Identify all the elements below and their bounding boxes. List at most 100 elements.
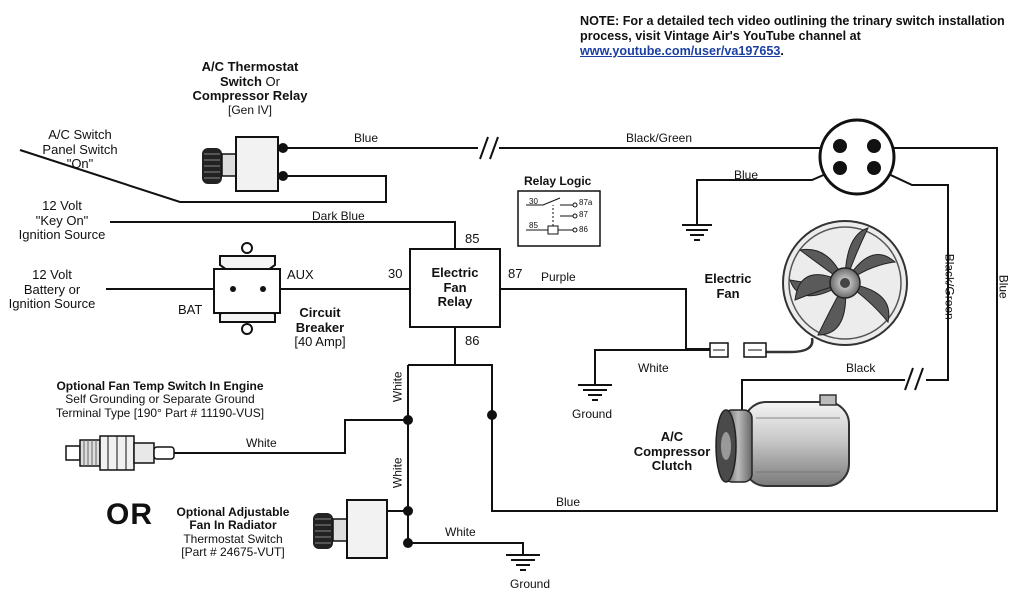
note: NOTE: For a detailed tech video outlinin…: [580, 14, 1020, 59]
note-suffix: .: [780, 43, 784, 58]
temp-switch-line2: Self Grounding or Separate Ground: [65, 392, 255, 407]
battery-line2: Battery or: [23, 281, 81, 297]
relay-logic-87: 87: [579, 210, 588, 219]
temp-switch-label: Optional Fan Temp Switch In Engine Self …: [40, 379, 280, 420]
fan-connector: [709, 342, 729, 358]
thermostat-switch: [202, 136, 283, 192]
thermostat-label: A/C Thermostat Switch Or Compressor Rela…: [185, 59, 315, 117]
thermostat-line3: Compressor Relay: [192, 88, 308, 104]
relay-logic-title: Relay Logic: [524, 174, 592, 188]
temp-switch-line3: Terminal Type [190° Part # 11190-VUS]: [55, 405, 265, 420]
wire-trinary-right: [491, 147, 998, 512]
or-label: OR: [106, 498, 153, 531]
wire-label-blue-right: Blue: [996, 274, 1011, 299]
wire-label-black: Black: [846, 361, 876, 375]
wire-label-white-v2: White: [390, 457, 405, 489]
wire-white-fan: [594, 349, 710, 385]
wire-label-blue-top: Blue: [354, 131, 379, 145]
circuit-breaker: [213, 242, 281, 335]
thermostat-line2: Switch Or: [220, 73, 280, 89]
wire-break-black: [904, 367, 924, 391]
breaker-line2: Breaker: [295, 319, 345, 335]
thermostat-line1: A/C Thermostat: [201, 59, 299, 74]
temp-switch-line1: Optional Fan Temp Switch In Engine: [56, 379, 264, 393]
wire-black-compressor: [741, 379, 905, 410]
breaker-line3: [40 Amp]: [294, 334, 346, 350]
relay-logic-85: 85: [529, 221, 538, 230]
breaker-label: Circuit Breaker [40 Amp]: [275, 305, 365, 350]
wire-white-temp: [173, 419, 408, 454]
relay-pin-87: 87: [508, 266, 523, 281]
relay-logic-87a: 87a: [579, 198, 593, 207]
radiator-line3: Thermostat Switch: [183, 531, 283, 546]
wire-label-black-green-top: Black/Green: [626, 131, 693, 145]
wire-label-white-temp: White: [246, 436, 277, 450]
ac-compressor: [715, 394, 850, 487]
wire-label-dark-blue: Dark Blue: [312, 209, 365, 223]
wire-86-split: [408, 364, 493, 415]
electric-fan: [743, 220, 908, 358]
wire-label-blue-trinary: Blue: [734, 168, 759, 182]
fan-line2: Fan: [716, 285, 740, 301]
relay-logic-box: [517, 190, 601, 247]
note-text: For a detailed tech video outlining the …: [580, 14, 1005, 43]
compressor-line1: A/C: [660, 429, 684, 444]
battery-line3: Ignition Source: [8, 296, 96, 312]
wire-label-white-fan: White: [638, 361, 669, 375]
wires: [19, 147, 998, 555]
ignition-line3: Ignition Source: [18, 227, 106, 243]
ignition-label: 12 Volt "Key On" Ignition Source: [12, 198, 112, 243]
compressor-line3: Clutch: [651, 458, 693, 474]
trinary-switch: [818, 118, 896, 196]
radiator-line1: Optional Adjustable: [176, 505, 290, 519]
wire-purple: [500, 288, 710, 350]
relay-line1: Electric: [431, 265, 479, 280]
ignition-line2: "Key On": [35, 212, 89, 228]
panel-switch-line2: Panel Switch: [42, 141, 118, 157]
breaker-bat-label: BAT: [178, 302, 203, 317]
wire-white-rad: [408, 542, 524, 555]
wire-break-top: [479, 136, 499, 160]
compressor-label: A/C Compressor Clutch: [624, 429, 720, 474]
engine-temp-switch: [65, 435, 175, 471]
relay-line3: Relay: [437, 294, 473, 310]
ground-label-2: Ground: [510, 577, 551, 591]
panel-switch-label: A/C Switch Panel Switch "On": [30, 127, 130, 172]
panel-switch-line3: "On": [66, 156, 94, 172]
radiator-thermostat-switch: [313, 499, 388, 559]
ignition-line1: 12 Volt: [42, 198, 82, 213]
wire-label-purple: Purple: [541, 270, 576, 284]
wire-panel-switch: [19, 149, 387, 203]
wire-label-blue-bottom: Blue: [556, 495, 581, 509]
wire-label-white-v1: White: [390, 371, 405, 403]
relay-pin-85: 85: [465, 231, 480, 246]
radiator-line2: Fan In Radiator: [189, 518, 277, 533]
wire-label-white-rad: White: [445, 525, 476, 539]
compressor-line2: Compressor: [633, 443, 711, 459]
breaker-aux-label: AUX: [287, 267, 314, 282]
panel-switch-line1: A/C Switch: [48, 127, 112, 142]
relay-pin-86: 86: [465, 333, 480, 348]
radiator-line4: [Part # 24675-VUT]: [181, 545, 285, 560]
wire-dark-blue: [110, 221, 456, 249]
wire-blue-trinary: [696, 169, 836, 225]
relay-logic-86: 86: [579, 225, 588, 234]
ground-radiator: [506, 554, 540, 571]
ground-fan: [578, 384, 612, 401]
note-prefix: NOTE:: [580, 14, 620, 28]
thermostat-line4: [Gen IV]: [227, 102, 273, 117]
youtube-link[interactable]: www.youtube.com/user/va197653: [580, 43, 781, 58]
fan-label: Electric Fan: [690, 271, 766, 301]
breaker-line1: Circuit: [299, 305, 341, 320]
relay-logic-30: 30: [529, 197, 538, 206]
relay-label: Electric Fan Relay: [410, 265, 500, 310]
battery-line1: 12 Volt: [32, 267, 72, 282]
wire-label-black-green-vertical: Black/Green: [942, 253, 957, 320]
wire-black-green-vertical: [879, 169, 949, 381]
ground-trinary: [682, 224, 712, 241]
relay-pin-30: 30: [388, 266, 403, 281]
radiator-label: Optional Adjustable Fan In Radiator Ther…: [168, 505, 298, 560]
fan-line1: Electric: [704, 271, 752, 286]
relay-box: [409, 248, 501, 328]
